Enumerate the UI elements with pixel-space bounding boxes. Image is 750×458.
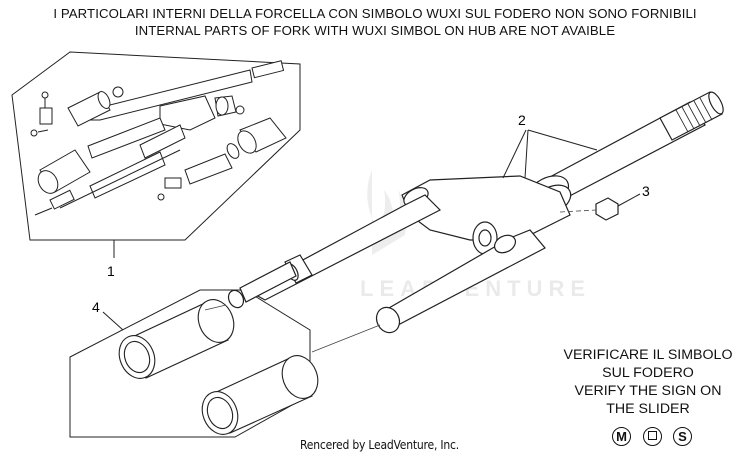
symbol-s-icon: S <box>673 427 692 446</box>
symbol-square-icon <box>643 427 662 446</box>
main-fork <box>227 91 724 334</box>
alignment-lines <box>204 209 597 353</box>
callout-2-leader <box>502 129 598 179</box>
note-line-4: THE SLIDER <box>606 401 690 417</box>
footer-credit: Rencered by LeadVenture, Inc. <box>300 438 459 452</box>
header-line-italian: I PARTICOLARI INTERNI DELLA FORCELLA CON… <box>53 6 697 21</box>
note-line-2: SUL FODERO <box>602 365 694 381</box>
callout-3: 3 <box>642 183 650 199</box>
callout-3-leader <box>617 193 641 207</box>
callout-4-leader <box>102 311 124 331</box>
slider-tubes <box>118 299 319 435</box>
header-line-english: INTERNAL PARTS OF FORK WITH WUXI SIMBOL … <box>134 23 616 38</box>
kit-box-1 <box>11 51 301 241</box>
kit-1-parts <box>30 60 287 216</box>
callout-4: 4 <box>92 299 100 315</box>
callout-1: 1 <box>107 263 115 279</box>
note-line-1: VERIFICARE IL SIMBOLO <box>563 347 733 363</box>
note-line-3: VERIFY THE SIGN ON <box>574 383 722 399</box>
symbol-m-icon: M <box>612 427 631 446</box>
callout-2: 2 <box>518 112 526 128</box>
